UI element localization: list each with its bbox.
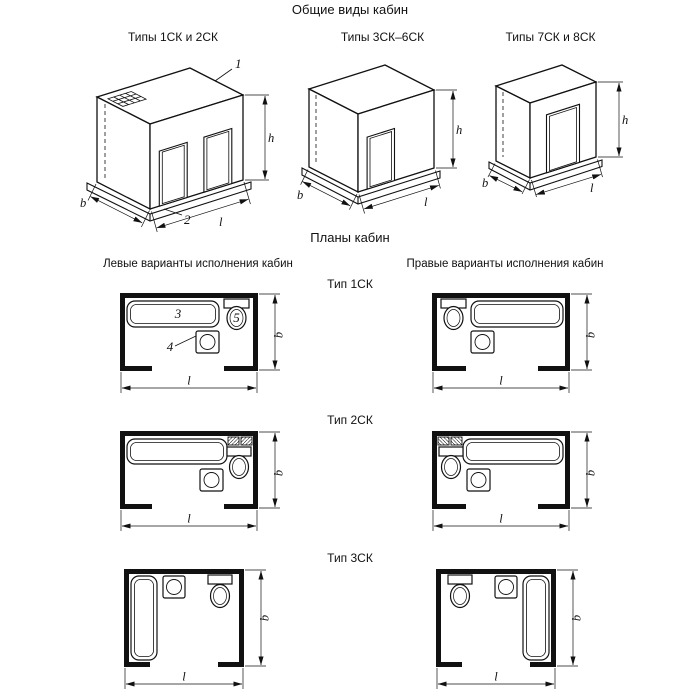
callout-leader-4	[174, 335, 197, 347]
type-2sk-label: Тип 2СК	[327, 413, 373, 427]
bathtub	[130, 575, 158, 661]
callout-leader-1	[214, 68, 233, 82]
dim-l-label: l	[219, 215, 223, 229]
plan-type-3sk-right: b l	[435, 568, 584, 697]
bathtub	[126, 300, 220, 328]
washbasin	[162, 575, 186, 599]
main-title: Общие виды кабин	[291, 2, 409, 17]
doorway-1	[158, 141, 188, 207]
vent-blocks	[227, 436, 253, 446]
toilet	[223, 298, 250, 331]
plan-dimension-lines	[124, 569, 266, 689]
iso-caption-3: Типы 7СК и 8СК	[505, 30, 596, 44]
dim-b-label: b	[258, 615, 272, 621]
callout-1: 1	[235, 56, 242, 71]
dim-l-label: l	[187, 512, 191, 526]
dim-b-label: b	[272, 470, 286, 476]
dim-b-label: b	[80, 196, 86, 210]
iso-view-types-7sk-8sk: h b l	[482, 64, 628, 198]
plan-type-2sk-right: b l	[431, 430, 598, 539]
plan-type-2sk-left: b l	[120, 431, 286, 539]
type-3sk-label: Тип 3СК	[327, 551, 373, 565]
plan-dimension-lines	[120, 293, 280, 393]
dim-l-label: l	[494, 670, 498, 684]
dim-b-label: b	[482, 176, 488, 190]
dim-b-label: b	[584, 332, 598, 338]
roof-vent-grille	[106, 91, 148, 107]
callout-washbasin: 4	[167, 339, 174, 354]
plan-type-3sk-left: b l	[124, 569, 272, 689]
dim-h-label: h	[268, 131, 274, 145]
plan-type-1sk-right: b l	[431, 292, 598, 401]
type-1sk-label: Тип 1СК	[327, 277, 373, 291]
dimension-lines	[487, 81, 623, 198]
left-variants-label: Левые варианты исполнения кабин	[103, 258, 293, 270]
iso-caption-2: Типы 3СК–6СК	[340, 30, 425, 44]
dim-b-label: b	[570, 615, 584, 621]
dim-l-label: l	[499, 512, 503, 526]
dimension-lines	[87, 94, 269, 233]
toilet	[207, 574, 233, 609]
walls	[120, 293, 258, 371]
dim-b-label: b	[584, 470, 598, 476]
walls	[124, 569, 244, 667]
doorway	[366, 127, 396, 190]
room-geometry	[120, 293, 258, 371]
dim-l-label: l	[590, 181, 594, 195]
dim-b-label: b	[297, 188, 303, 202]
right-variants-label: Правые варианты исполнения кабин	[406, 258, 604, 270]
dimension-lines	[300, 89, 457, 214]
iso-view-types-3sk-6sk: h b l	[297, 64, 462, 214]
iso-caption-1: Типы 1СК и 2СК	[128, 30, 218, 44]
dim-h-label: h	[456, 123, 462, 137]
toilet	[226, 446, 252, 480]
plan-type-1sk-left: 3 4 5 b l	[120, 293, 286, 393]
cabin-box-3	[487, 64, 623, 198]
callout-2: 2	[184, 212, 191, 227]
washbasin	[195, 330, 220, 354]
plans-title: Планы кабин	[310, 230, 390, 245]
bathtub	[126, 438, 228, 465]
dim-l-label: l	[424, 195, 428, 209]
cabin-box-1	[86, 67, 269, 233]
iso-view-types-1sk-2sk: 1 2 h b l	[80, 56, 274, 233]
doorway	[545, 103, 581, 174]
washbasin	[199, 468, 224, 492]
room-geometry	[120, 431, 258, 509]
callout-toilet: 5	[233, 310, 240, 325]
callout-bath: 3	[174, 306, 182, 321]
walls	[120, 431, 258, 509]
dim-l-label: l	[182, 670, 186, 684]
dim-l-label: l	[187, 374, 191, 388]
dim-l-label: l	[499, 374, 503, 388]
dim-b-label: b	[272, 332, 286, 338]
room-geometry	[124, 569, 244, 667]
dim-h-label: h	[622, 113, 628, 127]
cabin-box-2	[300, 64, 457, 214]
doorway-2	[203, 127, 233, 193]
